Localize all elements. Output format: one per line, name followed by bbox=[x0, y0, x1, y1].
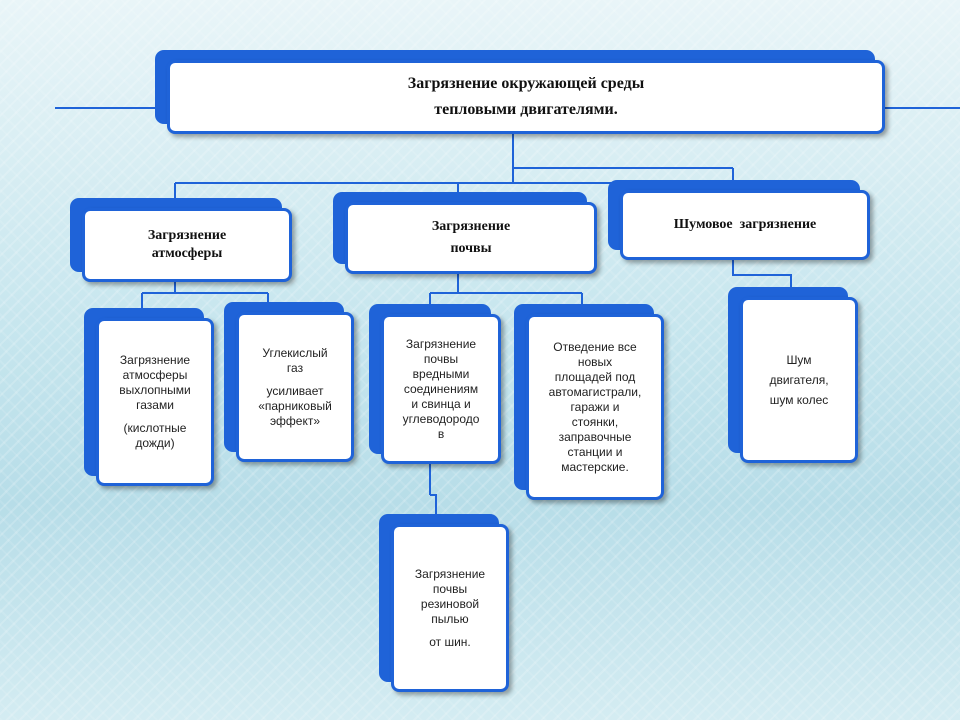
harmful-line-4: соединениям bbox=[403, 381, 479, 396]
exhaust-line-1: Загрязнение bbox=[119, 353, 191, 367]
connector-noise-down bbox=[732, 258, 792, 288]
harmful-line-6: углеводородо bbox=[402, 411, 480, 426]
areas-line-6: стоянки, bbox=[571, 414, 619, 429]
detail-co2: Углекислый газ усиливает «парниковый эфф… bbox=[224, 302, 354, 462]
areas-line-1: Отведение все bbox=[553, 339, 637, 354]
noise-detail-line-1: Шум bbox=[786, 353, 812, 367]
exhaust-line-4: газами bbox=[136, 398, 174, 412]
areas-line-2: новых bbox=[577, 354, 613, 369]
areas-line-4: автомагистрали, bbox=[548, 384, 642, 399]
exhaust-extra-2: дожди) bbox=[135, 436, 175, 450]
decor-line-right bbox=[885, 107, 960, 109]
areas-line-3: площадей под bbox=[554, 369, 636, 384]
areas-line-5: гаражи и bbox=[570, 399, 620, 414]
atmosphere-line-2: атмосферы bbox=[151, 246, 223, 261]
exhaust-line-3: выхлопными bbox=[119, 383, 191, 397]
harmful-line-1: Загрязнение bbox=[405, 336, 477, 351]
rubber-line-1: Загрязнение bbox=[414, 566, 486, 581]
detail-areas: Отведение все новых площадей под автомаг… bbox=[514, 304, 664, 500]
decor-line-left bbox=[55, 107, 160, 109]
detail-harmful: Загрязнение почвы вредными соединениям и… bbox=[369, 304, 501, 464]
co2-extra-1: усиливает bbox=[266, 383, 324, 398]
title-line-2: тепловыми двигателями. bbox=[434, 101, 618, 118]
areas-line-7: заправочные bbox=[558, 429, 632, 444]
exhaust-line-2: атмосферы bbox=[122, 368, 188, 382]
noise-detail-line-3: шум колес bbox=[769, 393, 829, 407]
harmful-line-5: и свинца и bbox=[411, 396, 471, 411]
harmful-line-2: почвы bbox=[423, 351, 459, 366]
noise-detail-line-2: двигателя, bbox=[769, 373, 829, 387]
connector-rubber-bar bbox=[430, 494, 437, 515]
category-noise: Шумовое загрязнение bbox=[608, 180, 870, 260]
detail-exhaust: Загрязнение атмосферы выхлопными газами … bbox=[84, 308, 214, 486]
soil-line-1: Загрязнение bbox=[431, 219, 511, 234]
detail-noise: Шум двигателя, шум колес bbox=[728, 287, 858, 463]
detail-rubber: Загрязнение почвы резиновой пылью от шин… bbox=[379, 514, 509, 692]
harmful-line-7: в bbox=[437, 426, 445, 441]
title-line-1: Загрязнение окружающей среды bbox=[407, 75, 645, 92]
areas-line-8: станции и bbox=[567, 444, 623, 459]
co2-line-1: Углекислый bbox=[262, 345, 328, 360]
rubber-extra-1: от шин. bbox=[429, 634, 471, 649]
soil-line-2: почвы bbox=[450, 241, 492, 256]
rubber-line-2: почвы bbox=[432, 581, 468, 596]
areas-line-9: мастерские. bbox=[561, 459, 629, 474]
exhaust-extra-1: (кислотные bbox=[123, 421, 187, 435]
harmful-line-3: вредными bbox=[412, 366, 470, 381]
category-soil: Загрязнение почвы bbox=[333, 192, 597, 274]
co2-extra-2: «парниковый bbox=[258, 398, 332, 413]
rubber-line-4: пылью bbox=[431, 611, 469, 626]
title-node: Загрязнение окружающей среды тепловыми д… bbox=[155, 50, 885, 134]
category-atmosphere: Загрязнение атмосферы bbox=[70, 198, 292, 282]
rubber-line-3: резиновой bbox=[420, 596, 480, 611]
atmosphere-line-1: Загрязнение bbox=[147, 228, 227, 243]
noise-line-1: Шумовое загрязнение bbox=[673, 217, 817, 232]
co2-line-2: газ bbox=[286, 360, 304, 375]
co2-extra-3: эффект» bbox=[269, 413, 321, 428]
